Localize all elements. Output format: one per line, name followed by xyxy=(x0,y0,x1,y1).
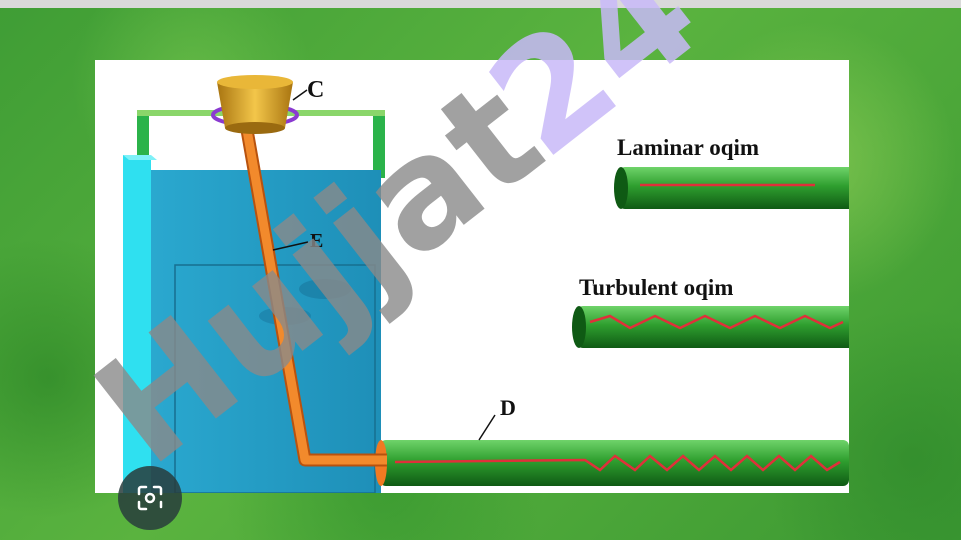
water-tank xyxy=(123,155,381,493)
label-laminar-flow: Laminar oqim xyxy=(617,135,760,160)
dye-vessel-c xyxy=(211,75,299,134)
leader-lines xyxy=(272,89,496,441)
turbulent-pipe xyxy=(572,306,849,348)
top-bar xyxy=(0,0,961,8)
laminar-pipe xyxy=(614,167,849,209)
lens-search-button[interactable] xyxy=(118,466,182,530)
label-turbulent-flow: Turbulent oqim xyxy=(579,275,734,300)
diagram-graphic xyxy=(123,75,849,493)
dye-tube-e xyxy=(240,128,387,467)
label-d: D xyxy=(500,395,516,420)
label-c: C xyxy=(307,77,325,103)
reynolds-diagram-panel: C E D Laminar oqim Turbulent oqim xyxy=(95,60,849,493)
pipe-d xyxy=(375,440,849,486)
label-e: E xyxy=(310,230,324,252)
lens-search-icon xyxy=(137,485,163,511)
